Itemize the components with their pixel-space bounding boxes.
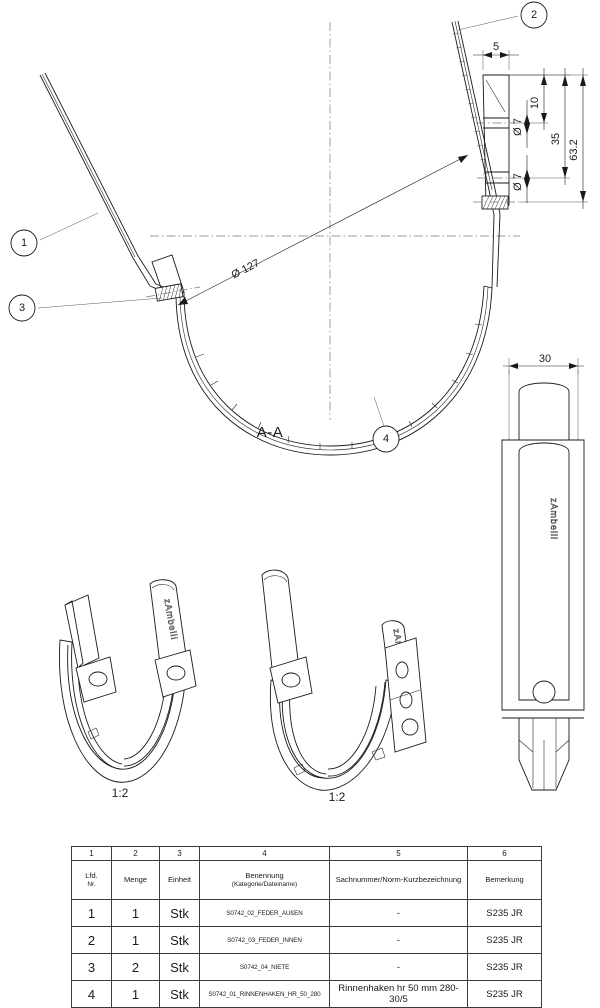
row-1-unit: Stk xyxy=(159,899,200,927)
dim-arc-diameter-value: Ø 127 xyxy=(230,257,262,281)
header-lfd-nr-main: Lfd. xyxy=(85,871,98,881)
dim-overall-length: 63.2 xyxy=(509,68,588,209)
iso-view-left: zAmbelli 1:2 xyxy=(59,579,197,800)
dim-hole-dia-upper-value: Ø 7 xyxy=(512,118,524,136)
header-benennung: Benennung (Kategorie/Dateiname) xyxy=(199,860,330,900)
row-3-unit: Stk xyxy=(159,953,200,981)
row-2-pos: 2 xyxy=(71,926,112,954)
brand-text-profile-label: zAmbelli xyxy=(549,498,559,540)
dim-hole-dia-lower-value: Ø 7 xyxy=(512,173,524,191)
header-menge: Menge xyxy=(111,860,160,900)
arc-segment-ticks xyxy=(195,323,483,450)
balloon-3-label: 3 xyxy=(19,302,25,314)
iso-view-right: zAmbelli 1:2 xyxy=(261,569,427,804)
row-3-partnumber: - xyxy=(329,953,468,981)
balloon-callouts: 1 2 3 4 xyxy=(8,1,548,453)
balloon-4-label: 4 xyxy=(383,433,389,445)
row-4-name: S0742_01_RINNENHAKEN_HR_50_280 xyxy=(199,980,330,1008)
dim-arc-diameter: Ø 127 xyxy=(177,154,469,306)
row-1-remark: S235 JR xyxy=(467,899,542,927)
row-4-partnumber: Rinnenhaken hr 50 mm 280-30/5 xyxy=(329,980,468,1008)
dim-hole-spacing-mid-value: 35 xyxy=(550,133,562,145)
header-sachnummer: Sachnummer/Norm-Kurzbezeichnung xyxy=(329,860,468,900)
row-1-qty: 1 xyxy=(111,899,160,927)
dim-hole-spacing-top-value: 10 xyxy=(529,97,541,109)
iso-left-scale: 1:2 xyxy=(112,786,129,800)
row-4-qty: 1 xyxy=(111,980,160,1008)
row-1-partnumber: - xyxy=(329,899,468,927)
parts-table: 1 2 3 4 5 6 Lfd. Nr. Menge Einheit Benen… xyxy=(71,846,542,1008)
row-3-remark: S235 JR xyxy=(467,953,542,981)
main-section-view xyxy=(39,20,520,456)
row-2-qty: 1 xyxy=(111,926,160,954)
balloon-2-label: 2 xyxy=(531,9,537,21)
row-4-remark: S235 JR xyxy=(467,980,542,1008)
col-number-2: 2 xyxy=(111,846,160,861)
row-4-unit: Stk xyxy=(159,980,200,1008)
header-einheit: Einheit xyxy=(159,860,200,900)
table-row: 2 1 Stk S0742_03_FEDER_INNEN - S235 JR xyxy=(71,926,542,954)
row-2-unit: Stk xyxy=(159,926,200,954)
col-number-4: 4 xyxy=(199,846,330,861)
centerlines xyxy=(150,22,520,420)
row-2-name: S0742_03_FEDER_INNEN xyxy=(199,926,330,954)
dim-hole-dia-upper: Ø 7 xyxy=(512,100,530,148)
header-lfd-nr-sub: Nr. xyxy=(87,880,96,888)
dim-overall-length-value: 63.2 xyxy=(568,139,580,160)
row-3-name: S0742_04_NIETE xyxy=(199,953,330,981)
right-arm-serrations xyxy=(452,32,490,175)
rivet-right xyxy=(481,195,509,210)
balloon-1-label: 1 xyxy=(21,237,27,249)
dim-profile-width-value: 30 xyxy=(539,353,551,365)
dim-bar-width: 5 xyxy=(473,41,519,70)
row-2-remark: S235 JR xyxy=(467,926,542,954)
table-row: 4 1 Stk S0742_01_RINNENHAKEN_HR_50_280 R… xyxy=(71,980,542,1008)
row-1-pos: 1 xyxy=(71,899,112,927)
side-profile-view: 30 zAmbelli xyxy=(501,353,585,791)
iso-right-scale: 1:2 xyxy=(329,790,346,804)
dim-bar-width-value: 5 xyxy=(493,41,499,53)
dim-hole-dia-lower: Ø 7 xyxy=(512,155,530,203)
col-number-1: 1 xyxy=(71,846,112,861)
row-3-pos: 3 xyxy=(71,953,112,981)
table-header-row: Lfd. Nr. Menge Einheit Benennung (Katego… xyxy=(71,860,542,900)
table-column-number-row: 1 2 3 4 5 6 xyxy=(71,846,542,861)
col-number-5: 5 xyxy=(329,846,468,861)
row-2-partnumber: - xyxy=(329,926,468,954)
table-row: 1 1 Stk S0742_02_FEDER_AUßEN - S235 JR xyxy=(71,899,542,927)
header-bemerkung: Bemerkung xyxy=(467,860,542,900)
row-1-name: S0742_02_FEDER_AUßEN xyxy=(199,899,330,927)
header-benennung-sub: (Kategorie/Dateiname) xyxy=(231,880,298,888)
header-benennung-main: Benennung xyxy=(245,871,284,881)
section-label: A-A xyxy=(257,424,284,441)
row-4-pos: 4 xyxy=(71,980,112,1008)
col-number-6: 6 xyxy=(467,846,542,861)
row-3-qty: 2 xyxy=(111,953,160,981)
col-number-3: 3 xyxy=(159,846,200,861)
brand-text-profile: zAmbelli xyxy=(549,498,559,540)
table-row: 3 2 Stk S0742_04_NIETE - S235 JR xyxy=(71,953,542,981)
header-lfd-nr: Lfd. Nr. xyxy=(71,860,112,900)
